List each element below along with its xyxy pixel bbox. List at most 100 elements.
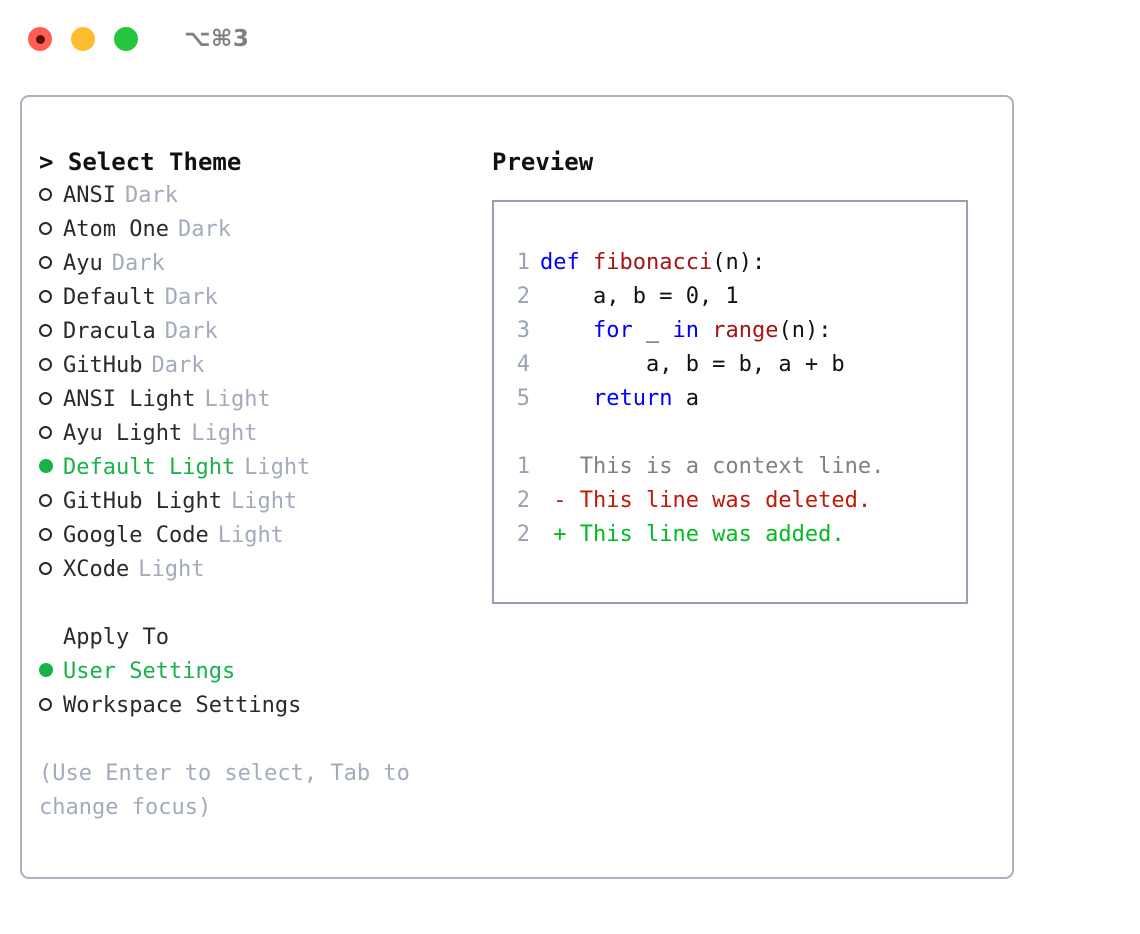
radio-unselected-icon — [39, 426, 63, 439]
diff-line-content: - This line was deleted. — [540, 484, 871, 518]
bullet-shape — [39, 324, 52, 337]
diff-line: 2 - This line was deleted. — [494, 484, 966, 518]
code-line-content: for _ in range(n): — [540, 314, 831, 348]
token-fn: range — [712, 318, 779, 343]
radio-unselected-icon — [39, 698, 63, 711]
bullet-shape — [39, 494, 52, 507]
theme-option-label: ANSI — [63, 183, 116, 208]
radio-unselected-icon — [39, 290, 63, 303]
token-plain: (n): — [778, 318, 832, 343]
radio-unselected-icon — [39, 562, 63, 575]
apply-to-option-label: Workspace Settings — [63, 693, 302, 718]
radio-unselected-icon — [39, 494, 63, 507]
radio-unselected-icon — [39, 358, 63, 371]
token-plain: (n): — [712, 250, 766, 275]
theme-option-badge: Dark — [111, 251, 165, 276]
apply-to-option-user-settings[interactable]: User Settings — [39, 655, 492, 689]
title-bar: ⌥⌘3 — [0, 0, 1140, 78]
apply-to-option-label: User Settings — [63, 659, 236, 684]
bullet-shape — [39, 528, 52, 541]
token-plain: a, b = b, a + b — [540, 352, 845, 377]
token-del: - This line was deleted. — [540, 488, 872, 513]
token-kw: in — [672, 318, 699, 343]
line-number: 2 — [516, 488, 530, 513]
theme-option-label: Ayu — [63, 251, 103, 276]
diff-line-content: This is a context line. — [540, 450, 885, 484]
line-number: 3 — [516, 318, 530, 343]
token-plain — [699, 318, 712, 343]
code-line: 5 return a — [494, 382, 966, 416]
theme-option-label: Default Light — [63, 455, 236, 480]
theme-option-badge: Dark — [151, 353, 205, 378]
theme-option-badge: Dark — [164, 319, 218, 344]
maximize-button[interactable] — [114, 27, 138, 51]
diff-line: 1 This is a context line. — [494, 450, 966, 484]
radio-unselected-icon — [39, 188, 63, 201]
bullet-shape — [39, 188, 52, 201]
code-line: 2 a, b = 0, 1 — [494, 280, 966, 314]
theme-option-label: Default — [63, 285, 156, 310]
theme-option-badge: Light — [138, 557, 205, 582]
line-number: 2 — [516, 522, 530, 547]
line-number: 2 — [516, 284, 530, 309]
bullet-shape — [39, 358, 52, 371]
theme-option-badge: Dark — [177, 217, 231, 242]
token-plain: _ — [632, 318, 673, 343]
radio-selected-icon — [39, 459, 63, 473]
line-number: 1 — [516, 250, 530, 275]
bullet-shape — [39, 392, 52, 405]
theme-option-label: ANSI Light — [63, 387, 196, 412]
traffic-light-buttons — [28, 27, 138, 51]
code-line: 4 a, b = b, a + b — [494, 348, 966, 382]
minimize-button[interactable] — [71, 27, 95, 51]
theme-option-ayu[interactable]: Ayu Dark — [39, 247, 492, 281]
theme-option-atom-one[interactable]: Atom One Dark — [39, 213, 492, 247]
theme-option-badge: Dark — [124, 183, 178, 208]
diff-line-content: + This line was added. — [540, 518, 844, 552]
theme-option-google-code[interactable]: Google Code Light — [39, 519, 492, 553]
select-theme-heading: > Select Theme — [39, 148, 242, 176]
keyboard-hint-text: (Use Enter to select, Tab to change focu… — [39, 761, 410, 820]
radio-unselected-icon — [39, 222, 63, 235]
theme-option-label: Google Code — [63, 523, 209, 548]
theme-option-ansi-light[interactable]: ANSI Light Light — [39, 383, 492, 417]
token-plain: a, b = 0, 1 — [540, 284, 739, 309]
code-line-content: a, b = 0, 1 — [540, 280, 739, 314]
theme-option-badge: Light — [204, 387, 271, 412]
token-plain: a — [672, 386, 699, 411]
bullet-shape — [39, 698, 52, 711]
list-spacer — [39, 587, 492, 621]
token-kw: return — [592, 386, 673, 411]
theme-option-label: Ayu Light — [63, 421, 183, 446]
bullet-shape — [39, 222, 52, 235]
bullet-shape — [39, 459, 53, 473]
radio-unselected-icon — [39, 392, 63, 405]
theme-option-label: Atom One — [63, 217, 169, 242]
close-button[interactable] — [28, 27, 52, 51]
keyboard-shortcut-label: ⌥⌘3 — [184, 26, 250, 52]
line-number: 4 — [516, 352, 530, 377]
bullet-shape — [39, 663, 53, 677]
theme-option-ansi[interactable]: ANSI Dark — [39, 179, 492, 213]
theme-option-dracula[interactable]: Dracula Dark — [39, 315, 492, 349]
theme-option-badge: Light — [217, 523, 284, 548]
radio-unselected-icon — [39, 256, 63, 269]
preview-heading: Preview — [492, 148, 594, 176]
theme-option-label: Dracula — [63, 319, 156, 344]
apply-to-option-workspace-settings[interactable]: Workspace Settings — [39, 689, 492, 723]
token-kw: def — [540, 250, 593, 275]
token-plain — [540, 386, 593, 411]
